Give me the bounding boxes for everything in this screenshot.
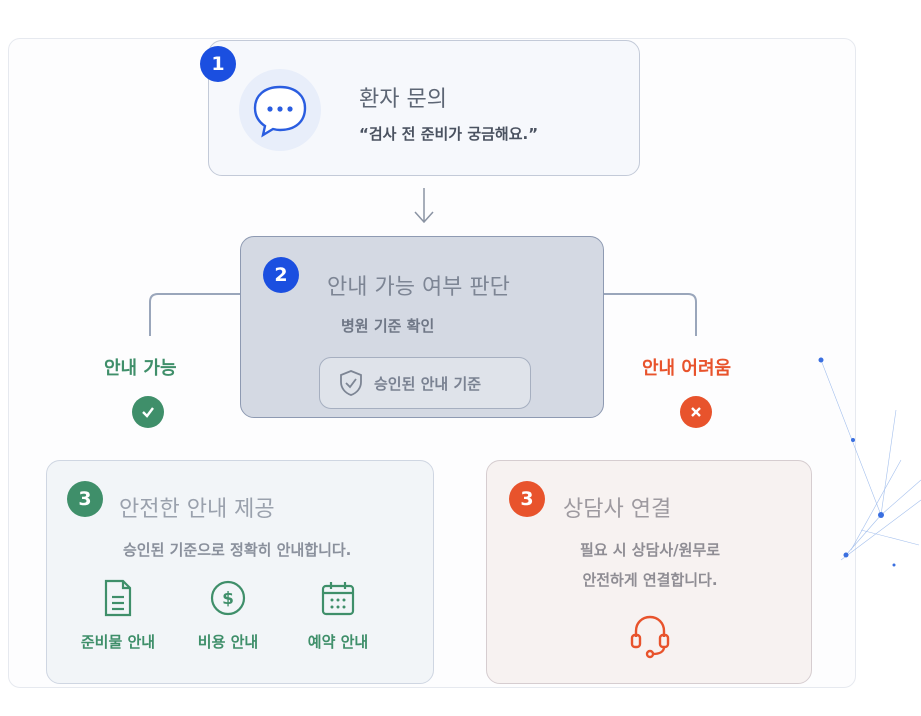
calendar-icon bbox=[321, 582, 355, 616]
connector-right bbox=[604, 293, 697, 336]
eligibility-judgment-card: 2 안내 가능 여부 판단 병원 기준 확인 승인된 안내 기준 bbox=[240, 236, 604, 418]
service-item-reservation: 예약 안내 bbox=[283, 579, 393, 652]
step3-safe-subtitle: 승인된 기준으로 정확히 안내합니다. bbox=[123, 541, 352, 559]
branch-yes-label: 안내 가능 bbox=[104, 358, 177, 379]
step1-title: 환자 문의 bbox=[359, 87, 447, 112]
counsel-desc-line2: 안전하게 연결합니다. bbox=[582, 571, 718, 589]
step-3-badge-safe: 3 bbox=[67, 481, 103, 517]
network-node bbox=[843, 552, 849, 558]
branch-no-label: 안내 어려움 bbox=[642, 358, 732, 379]
network-node bbox=[892, 563, 896, 567]
patient-inquiry-card: 환자 문의 “검사 전 준비가 궁금해요.” bbox=[208, 40, 640, 176]
safe-guidance-card: 3 안전한 안내 제공 승인된 기준으로 정확히 안내합니다. 준비물 안내 $… bbox=[46, 460, 434, 684]
network-node bbox=[818, 357, 824, 363]
shield-check-icon bbox=[340, 370, 362, 396]
counsel-desc-line1: 필요 시 상담사/원무로 bbox=[579, 541, 721, 559]
step2-title: 안내 가능 여부 판단 bbox=[327, 275, 510, 300]
x-icon bbox=[680, 396, 712, 428]
service-item-cost: $ 비용 안내 bbox=[173, 579, 283, 652]
step-1-badge: 1 bbox=[200, 46, 236, 82]
step1-quote: “검사 전 준비가 궁금해요.” bbox=[359, 125, 539, 143]
network-node bbox=[851, 438, 855, 442]
step2-subtitle: 병원 기준 확인 bbox=[341, 317, 435, 335]
down-arrow-head bbox=[414, 211, 434, 224]
service-label: 준비물 안내 bbox=[80, 633, 156, 651]
network-node bbox=[878, 512, 884, 518]
dollar-icon: $ bbox=[210, 580, 246, 616]
service-label: 예약 안내 bbox=[307, 633, 369, 651]
step3-safe-title: 안전한 안내 제공 bbox=[119, 497, 275, 522]
counselor-connect-card: 3 상담사 연결 필요 시 상담사/원무로 안전하게 연결합니다. bbox=[486, 460, 812, 684]
connector-left bbox=[149, 293, 240, 336]
document-icon bbox=[104, 579, 132, 617]
pill-label: 승인된 안내 기준 bbox=[374, 374, 482, 393]
step3-counsel-title: 상담사 연결 bbox=[563, 497, 672, 522]
headset-icon bbox=[630, 615, 670, 659]
network-decoration bbox=[818, 357, 921, 567]
svg-text:$: $ bbox=[222, 589, 234, 609]
check-icon bbox=[132, 396, 164, 428]
step-3-badge-counsel: 3 bbox=[509, 481, 545, 517]
approved-criteria-pill: 승인된 안내 기준 bbox=[319, 357, 531, 409]
service-label: 비용 안내 bbox=[197, 633, 259, 651]
step-2-badge: 2 bbox=[263, 257, 299, 293]
chat-bubble-icon bbox=[253, 85, 307, 138]
service-item-preparation: 준비물 안내 bbox=[63, 579, 173, 652]
chat-icon-wrap bbox=[239, 69, 321, 151]
